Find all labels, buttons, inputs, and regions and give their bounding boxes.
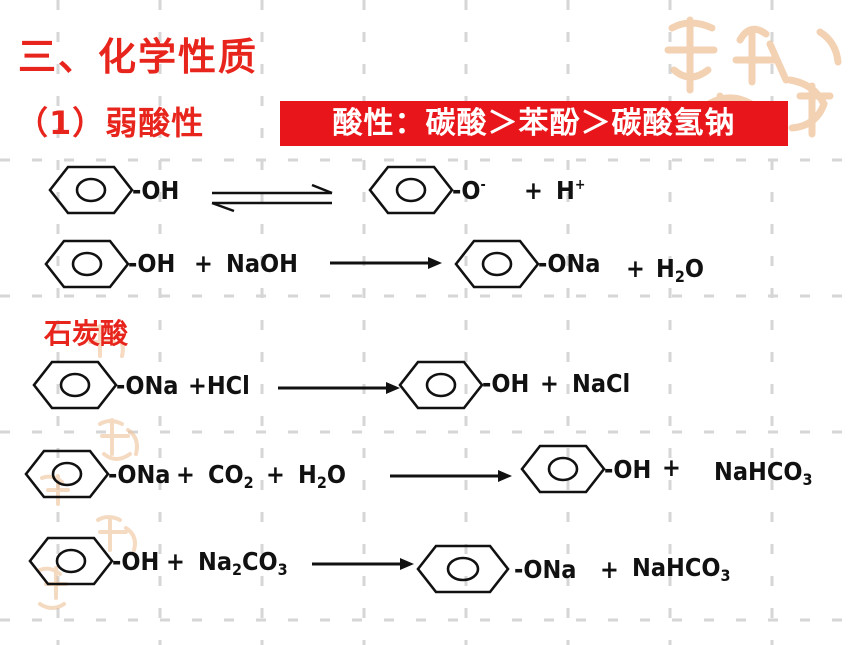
plus-sign: +: [166, 547, 185, 576]
proton: H+: [556, 176, 586, 205]
benzene-ring-icon: [32, 360, 118, 410]
water: H2O: [298, 460, 346, 492]
benzene-ring-icon: [44, 239, 130, 289]
benzene-ring-icon: [24, 449, 110, 499]
plus-sign: +: [600, 555, 619, 584]
slide-title: 三、化学性质: [18, 35, 259, 79]
carbon-dioxide: CO2: [208, 460, 254, 492]
reaction-arrow-icon: [330, 257, 442, 269]
plus-sign: +: [626, 254, 645, 283]
section-heading: （1）弱酸性: [16, 104, 205, 142]
phenol-oh-group: -OH: [482, 369, 530, 398]
phenol-oh-group: -OH: [128, 249, 176, 278]
plus-sign: +: [524, 176, 543, 205]
common-name-label: 石炭酸: [44, 317, 129, 350]
benzene-ring-icon: [520, 444, 606, 494]
plus-sign: +: [266, 460, 285, 489]
equilibrium-arrow-icon: [211, 183, 333, 213]
reaction-arrow-icon: [278, 382, 400, 394]
sodium-carbonate: Na2CO3: [198, 547, 288, 579]
phenol-oh-group: -OH: [604, 455, 652, 484]
reaction-arrow-icon: [312, 558, 414, 570]
sodium-phenoxide-group: -ONa: [514, 555, 577, 584]
plus-sign: +: [194, 249, 213, 278]
sodium-bicarbonate: NaHCO3: [714, 457, 813, 489]
sodium-hydroxide: NaOH: [226, 249, 298, 278]
benzene-ring-icon: [48, 165, 134, 215]
reaction-arrow-icon: [390, 470, 512, 482]
sodium-phenoxide-group: -ONa: [116, 371, 179, 400]
plus-sign: +: [662, 453, 681, 482]
sodium-phenoxide-group: -ONa: [538, 249, 601, 278]
benzene-ring-icon: [416, 544, 510, 594]
plus-sign: +: [540, 369, 559, 398]
plus-sign: +: [176, 460, 195, 489]
hydrochloric-acid: +HCl: [188, 371, 250, 400]
sodium-bicarbonate: NaHCO3: [632, 553, 731, 585]
water: H2O: [656, 254, 704, 286]
benzene-ring-icon: [398, 360, 484, 410]
phenol-oh-group: -OH: [112, 547, 160, 576]
sodium-phenoxide-group: -ONa: [108, 460, 171, 489]
sodium-chloride: NaCl: [572, 369, 631, 398]
benzene-ring-icon: [368, 165, 454, 215]
phenol-oh-group: -OH: [132, 176, 180, 205]
phenoxide-group: -O-: [452, 176, 486, 205]
benzene-ring-icon: [454, 239, 540, 289]
acidity-banner: 酸性：碳酸＞苯酚＞碳酸氢钠: [280, 101, 788, 146]
benzene-ring-icon: [28, 536, 114, 586]
